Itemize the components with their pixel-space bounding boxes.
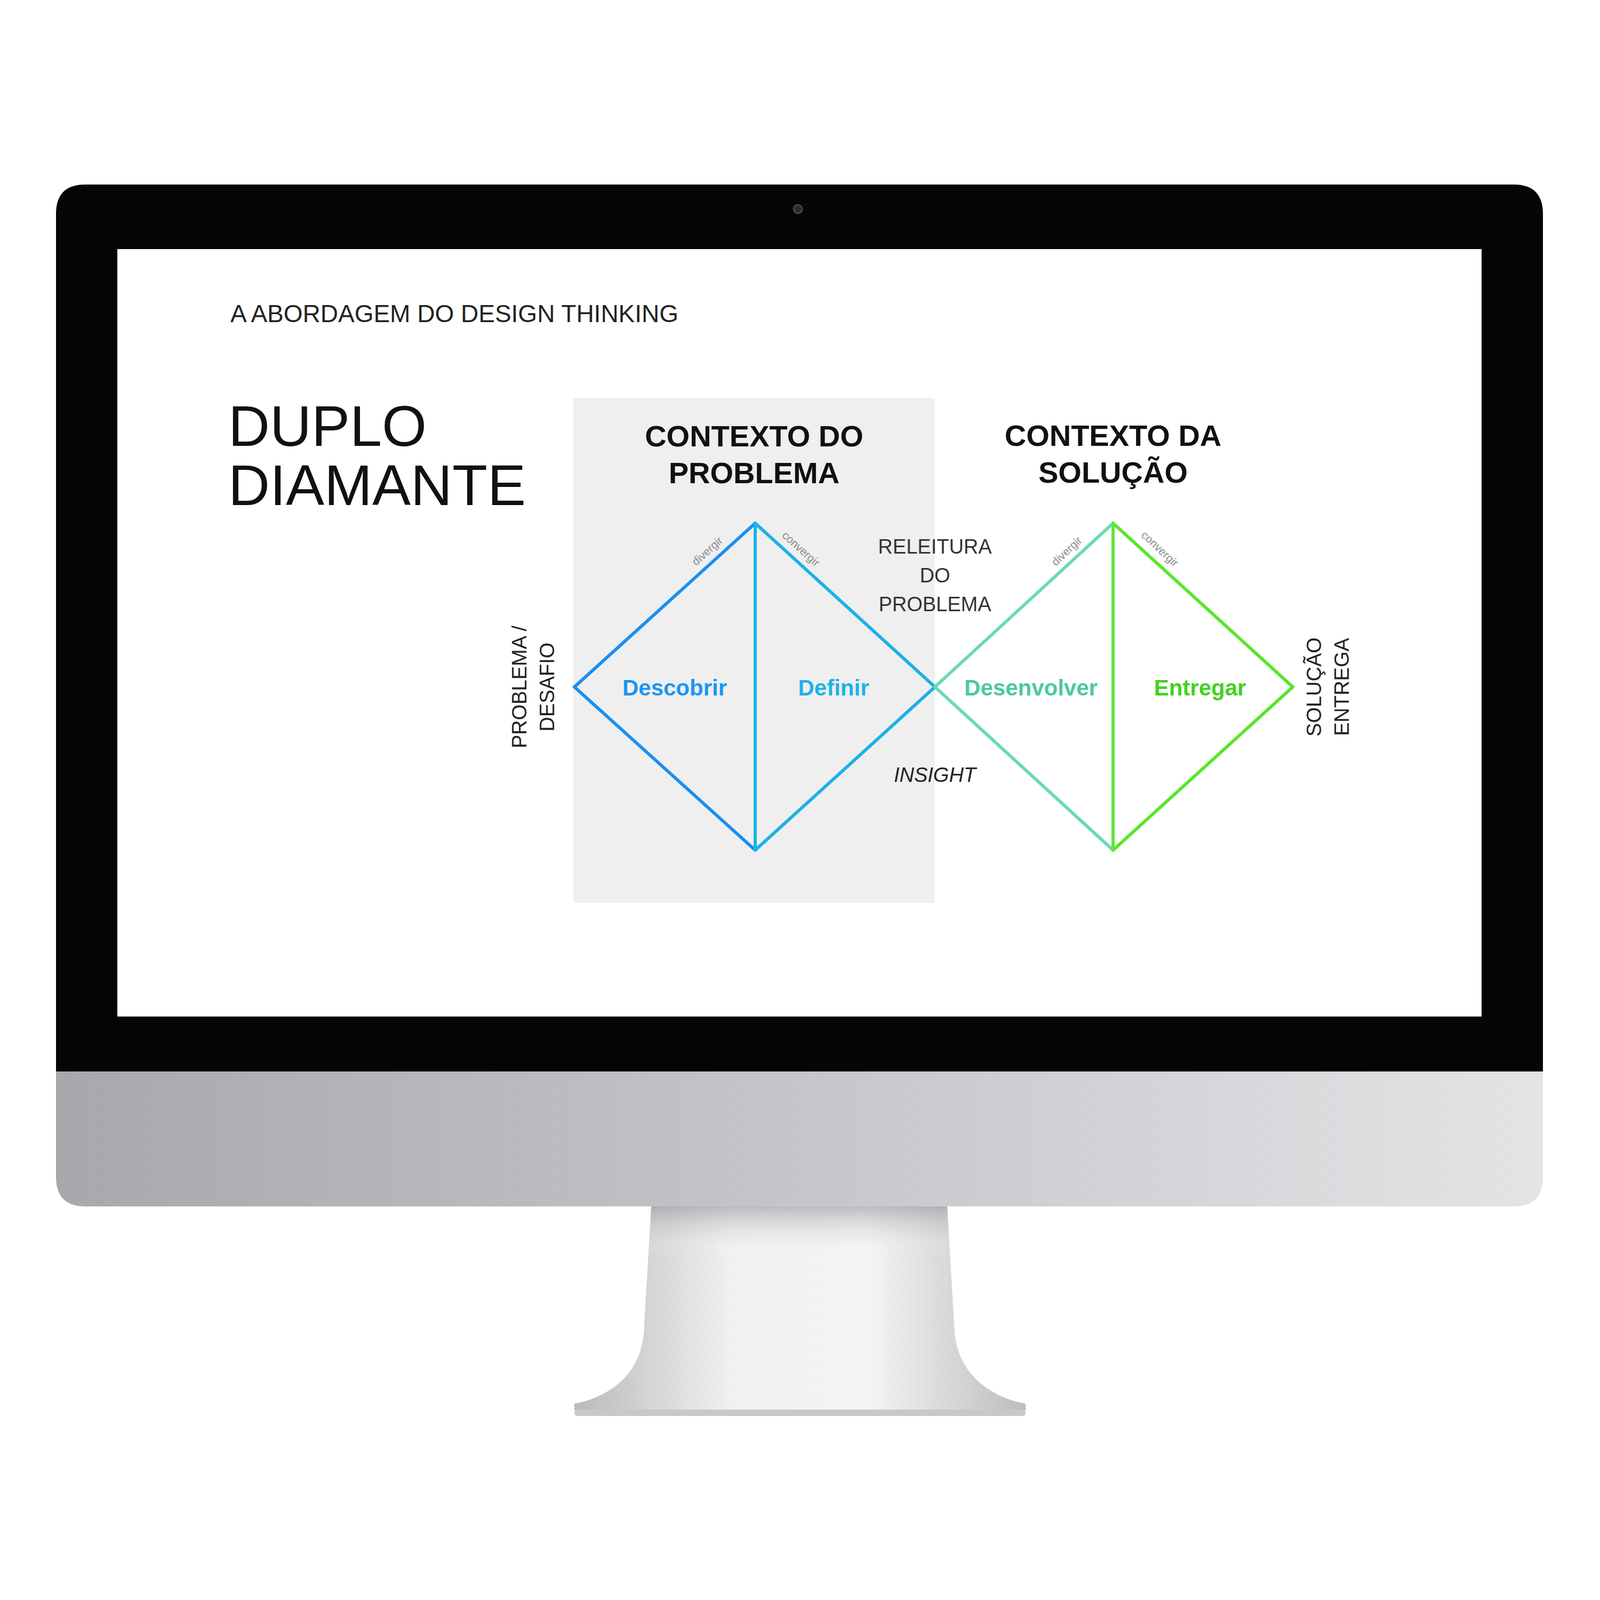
diamond-edge (1113, 686, 1293, 851)
diamond-edge (1113, 523, 1293, 687)
annotation: RELEITURA DO PROBLEMA (869, 532, 1001, 619)
phase-direction: convergir (1138, 528, 1182, 570)
diamond-edge (574, 686, 756, 851)
annotation: INSIGHT (893, 763, 976, 788)
diamond-edge (1111, 523, 1115, 851)
diamond-edge (753, 523, 757, 851)
camera-dot (793, 204, 803, 214)
diamond-edge (753, 523, 757, 851)
subtitle: A ABORDAGEM DO DESIGN THINKING (230, 299, 679, 329)
stand-base-edge (574, 1409, 1026, 1416)
diamond-edge (574, 523, 756, 687)
phase-label: Definir (797, 675, 869, 701)
side-label: PROBLEMA / DESAFIO (505, 617, 562, 757)
slide-title: DUPLO DIAMANTE (228, 396, 570, 515)
context-band: CONTEXTO DO PROBLEMA Descobrir Definir (573, 397, 935, 903)
band-heading: CONTEXTO DO PROBLEMA (631, 417, 877, 492)
phase-triangle: Desenvolver (934, 523, 1114, 851)
monitor-chin (56, 1071, 1543, 1207)
phase-direction: divergir (1048, 533, 1085, 568)
side-label: SOLUÇÃO ENTREGA (1300, 627, 1356, 747)
phase-label: Descobrir (622, 675, 727, 701)
monitor-stand (574, 1206, 1026, 1416)
screen (117, 249, 1482, 1017)
stand-shade (574, 1206, 1026, 1411)
stand-body (574, 1206, 1026, 1411)
phase-label: Entregar (1154, 675, 1247, 701)
diamond-edge (1111, 523, 1115, 851)
monitor-bezel (56, 184, 1543, 1072)
context-heading: CONTEXTO DA SOLUÇÃO (990, 417, 1236, 491)
phase-triangle: Definir (755, 523, 935, 851)
phase-triangle: Descobrir (574, 523, 756, 851)
phase-label: Desenvolver (964, 675, 1098, 701)
phase-triangle: Entregar (1113, 523, 1293, 851)
